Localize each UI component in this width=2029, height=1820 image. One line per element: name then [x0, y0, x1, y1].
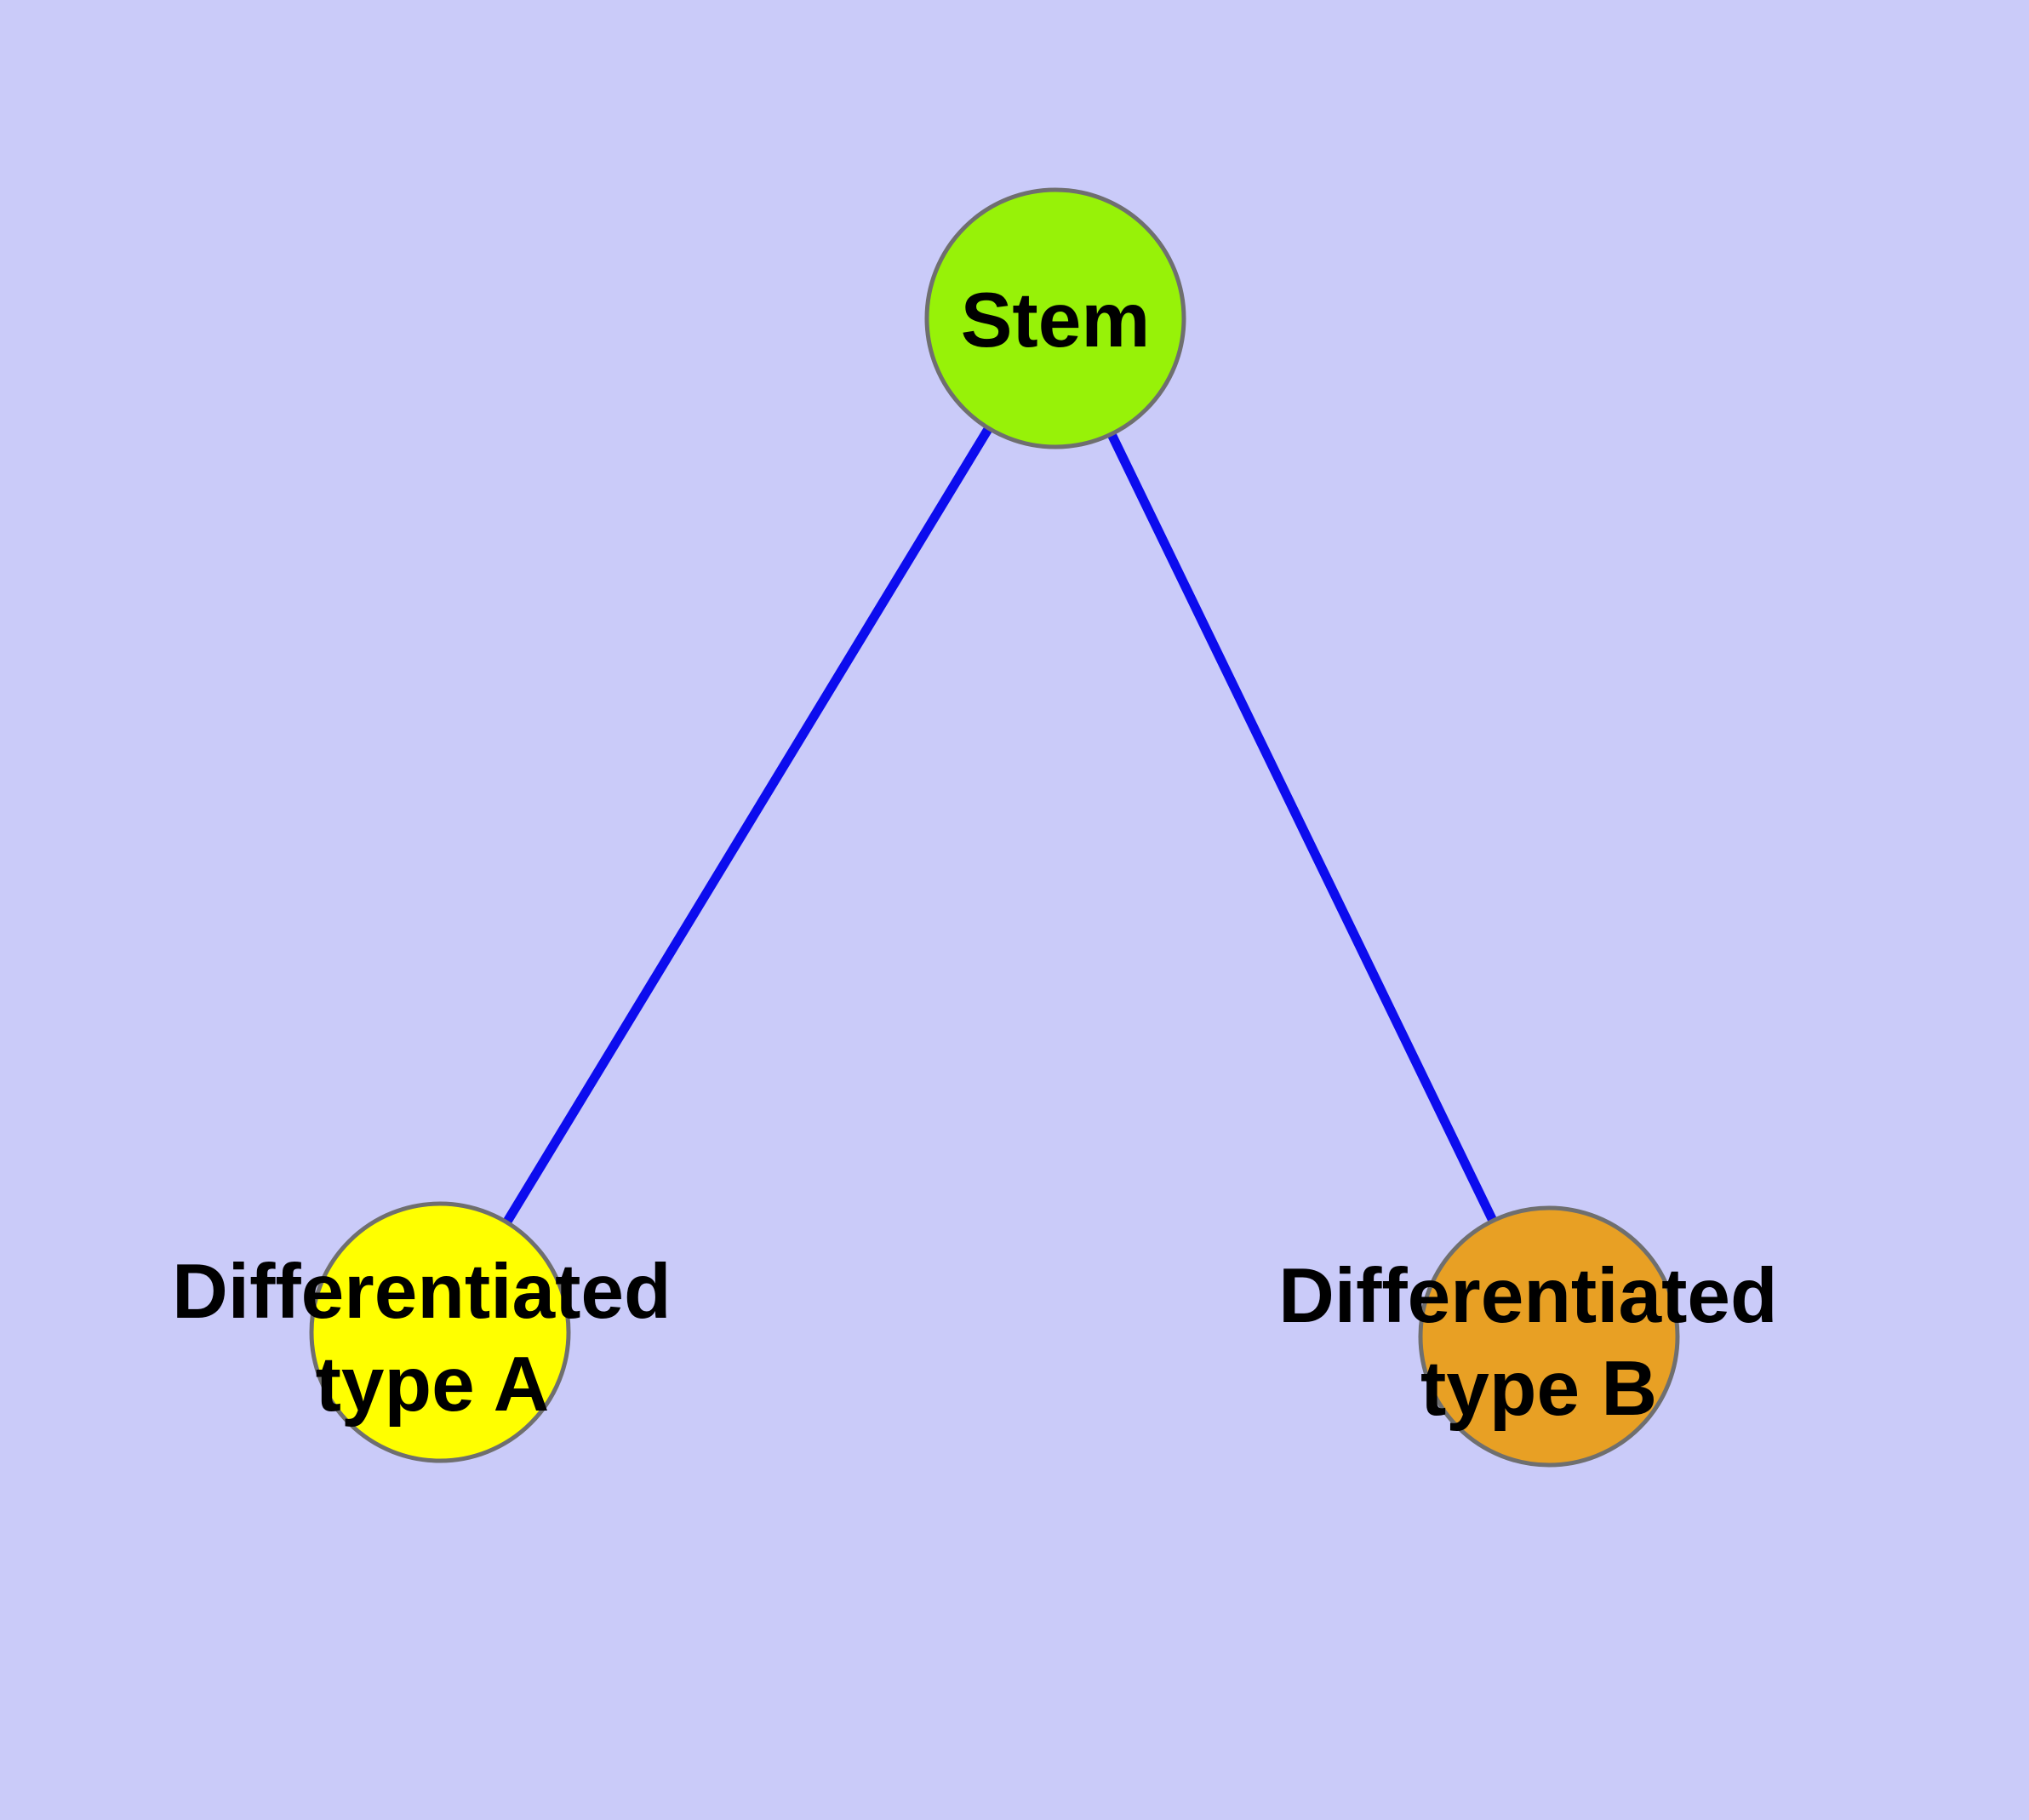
edge-stem-to-type-b: [1050, 313, 1554, 1342]
node-type-b-label-line-2: type B: [1420, 1346, 1657, 1432]
node-stem-label: Stem: [961, 278, 1151, 363]
node-type-b: Differentiated type B: [1278, 1205, 1799, 1468]
node-type-a: Differentiated type A: [172, 1201, 693, 1463]
node-type-b-label: Differentiated type B: [1278, 1253, 1799, 1432]
edge-stem-to-type-a: [435, 313, 1060, 1337]
node-type-a-label-line-2: type A: [316, 1342, 550, 1428]
node-type-b-label-line-1: Differentiated: [1278, 1253, 1778, 1339]
node-stem: Stem: [924, 187, 1186, 449]
node-stem-circle: [924, 187, 1186, 449]
node-type-a-label-line-1: Differentiated: [172, 1249, 672, 1335]
node-type-a-label: Differentiated type A: [172, 1249, 693, 1428]
node-type-b-circle: [1418, 1205, 1680, 1468]
node-type-a-circle: [309, 1201, 571, 1463]
